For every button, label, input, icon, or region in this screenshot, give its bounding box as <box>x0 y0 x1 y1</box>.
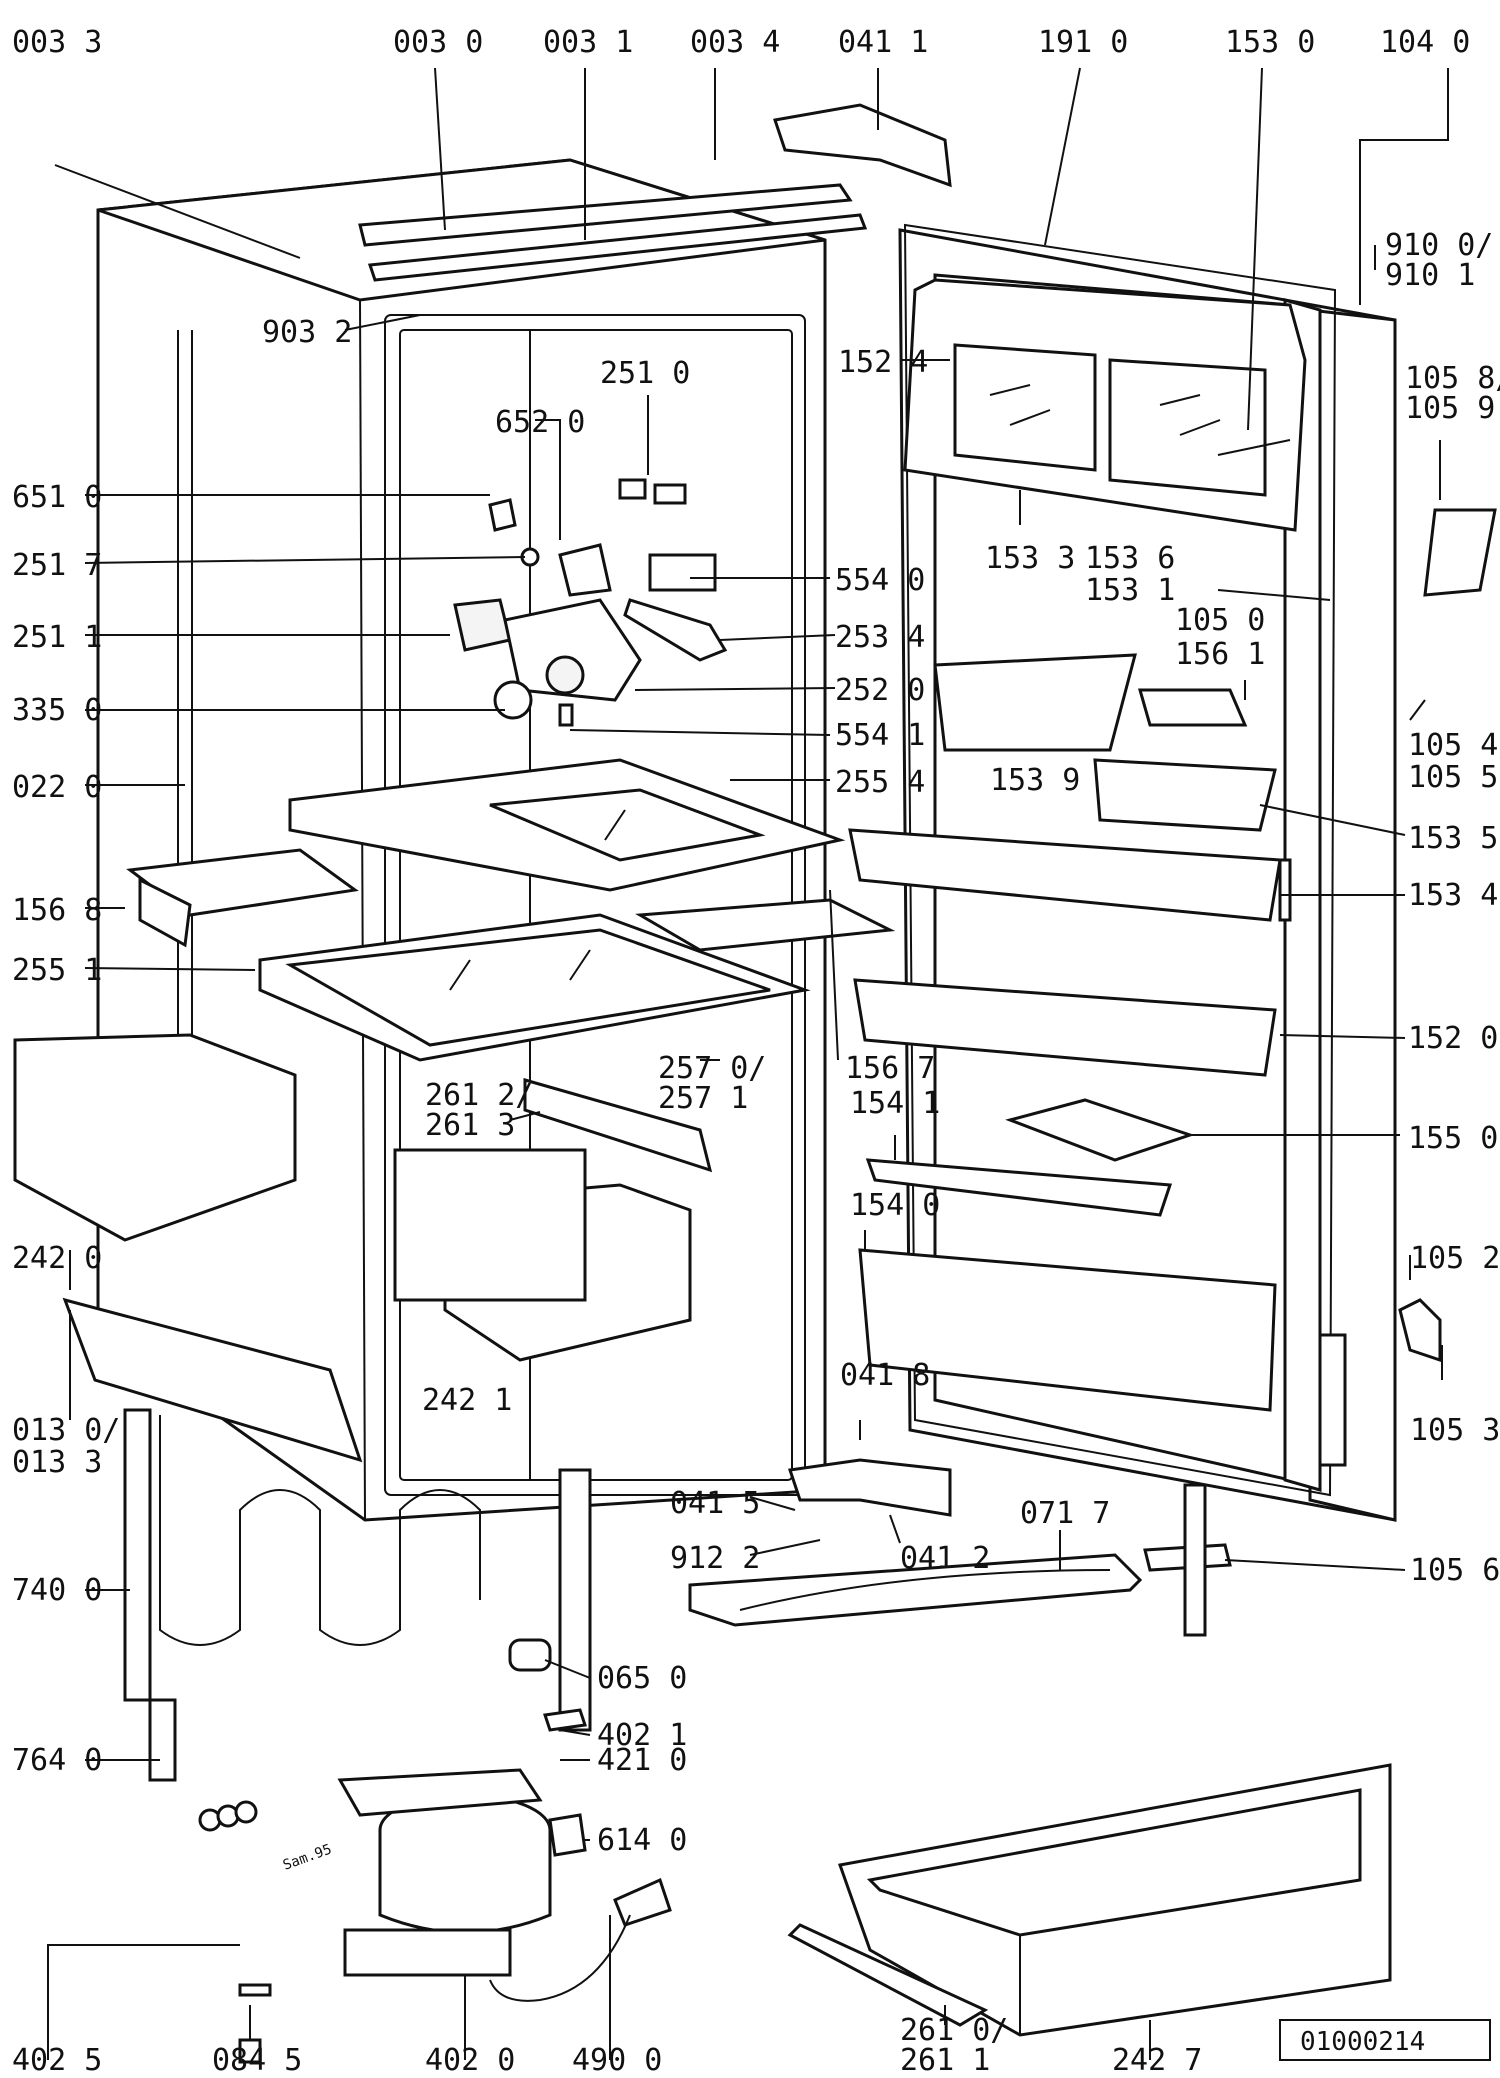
callout-2571: 257 1 <box>658 1081 748 1116</box>
callout-1536: 153 6 <box>1085 541 1175 576</box>
callout-0717: 071 7 <box>1020 1496 1110 1531</box>
callout-1056: 105 6 <box>1410 1553 1500 1588</box>
callout-2427: 242 7 <box>1112 2043 1202 2078</box>
callout-1561: 156 1 <box>1175 637 1265 672</box>
callout-1040: 104 0 <box>1380 25 1470 60</box>
callout-4025: 402 5 <box>12 2043 102 2078</box>
callout-1531: 153 1 <box>1085 573 1175 608</box>
callout-1520: 152 0 <box>1408 1021 1498 1056</box>
callout-7400: 740 0 <box>12 1573 102 1608</box>
callout-0845: 084 5 <box>212 2043 302 2078</box>
drawing-stamp: Sam.95 <box>281 1841 334 1873</box>
callout-1533: 153 3 <box>985 541 1075 576</box>
drawing-number: 01000214 <box>1300 2027 1425 2057</box>
callout-1058: 105 8/ <box>1405 361 1500 396</box>
callout-labels: 003 3 003 0 003 1 003 4 041 1 191 0 153 … <box>12 25 1500 2078</box>
callout-1050: 105 0 <box>1175 603 1265 638</box>
callout-0033: 003 3 <box>12 25 102 60</box>
callout-1530: 153 0 <box>1225 25 1315 60</box>
leader-lines <box>47 67 1449 2060</box>
callout-0031: 003 1 <box>543 25 633 60</box>
callout-2570: 257 0/ <box>658 1051 766 1086</box>
callout-0220: 022 0 <box>12 770 102 805</box>
callout-2551: 255 1 <box>12 953 102 988</box>
callout-1550: 155 0 <box>1408 1121 1498 1156</box>
callout-9032: 903 2 <box>262 315 352 350</box>
callout-2534: 253 4 <box>835 620 925 655</box>
callout-1052: 105 2 <box>1410 1241 1500 1276</box>
callout-1534: 153 4 <box>1408 878 1498 913</box>
callout-3350: 335 0 <box>12 693 102 728</box>
callout-2610: 261 0/ <box>900 2013 1008 2048</box>
callout-6520: 652 0 <box>495 405 585 440</box>
callout-0418: 041 8 <box>840 1358 930 1393</box>
callout-1524: 152 4 <box>838 345 928 380</box>
callout-9100: 910 0/ <box>1385 228 1493 263</box>
callout-0415: 041 5 <box>670 1486 760 1521</box>
callout-2611: 261 1 <box>900 2043 990 2078</box>
callout-2420: 242 0 <box>12 1241 102 1276</box>
callout-2421: 242 1 <box>422 1383 512 1418</box>
callout-9122: 912 2 <box>670 1541 760 1576</box>
callout-0133: 013 3 <box>12 1445 102 1480</box>
callout-9101: 910 1 <box>1385 258 1475 293</box>
callout-1053: 105 3 <box>1410 1413 1500 1448</box>
callout-4210: 421 0 <box>597 1743 687 1778</box>
callout-4020: 402 0 <box>425 2043 515 2078</box>
trays-and-crispers <box>13 848 896 1463</box>
drawing-number-box: 01000214 <box>1279 2019 1491 2061</box>
door-assembly <box>773 103 1497 1522</box>
callout-1054: 105 4/ <box>1408 728 1500 763</box>
callout-1567: 156 7 <box>845 1051 935 1086</box>
callout-2510: 251 0 <box>600 356 690 391</box>
callout-2612: 261 2/ <box>425 1078 533 1113</box>
callout-0412: 041 2 <box>900 1541 990 1576</box>
callout-1541: 154 1 <box>850 1086 940 1121</box>
callout-2520: 252 0 <box>835 673 925 708</box>
callout-0130: 013 0/ <box>12 1413 120 1448</box>
glass-shelves <box>258 758 846 1062</box>
callout-1910: 191 0 <box>1038 25 1128 60</box>
callout-1540: 154 0 <box>850 1188 940 1223</box>
callout-6140: 614 0 <box>597 1823 687 1858</box>
callout-0030: 003 0 <box>393 25 483 60</box>
callout-1539: 153 9 <box>990 763 1080 798</box>
callout-5541: 554 1 <box>835 718 925 753</box>
thermostat-light-assembly <box>453 478 728 727</box>
callout-4021: 402 1 <box>597 1718 687 1753</box>
callout-2613: 261 3 <box>425 1108 515 1143</box>
callout-0411: 041 1 <box>838 25 928 60</box>
cooling-system <box>123 1408 672 2064</box>
callout-1055: 105 5 <box>1408 760 1498 795</box>
callout-2511: 251 1 <box>12 620 102 655</box>
callout-1568: 156 8 <box>12 893 102 928</box>
callout-0034: 003 4 <box>690 25 780 60</box>
callout-4900: 490 0 <box>572 2043 662 2078</box>
callout-2517: 251 7 <box>12 548 102 583</box>
callout-5540: 554 0 <box>835 563 925 598</box>
callout-1535: 153 5 <box>1408 821 1498 856</box>
callout-6510: 651 0 <box>12 480 102 515</box>
callout-7640: 764 0 <box>12 1743 102 1778</box>
callout-0650: 065 0 <box>597 1661 687 1696</box>
callout-2554: 255 4 <box>835 765 925 800</box>
callout-1059: 105 9 <box>1405 391 1495 426</box>
plinth-and-drawer <box>688 1483 1392 2037</box>
